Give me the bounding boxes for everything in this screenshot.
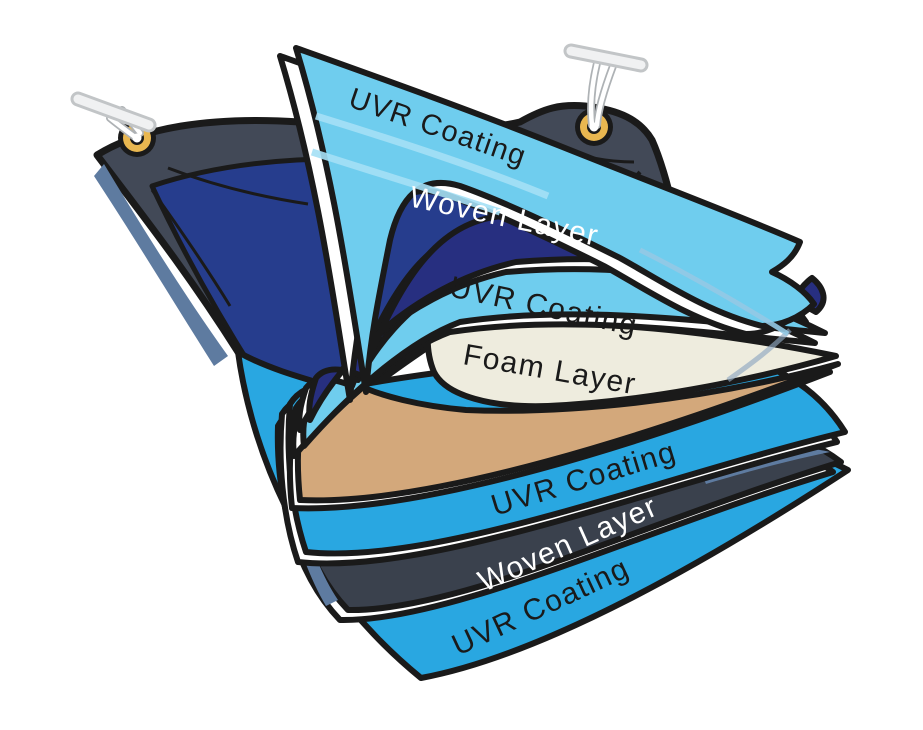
woven-lower-highlight-right <box>700 448 830 484</box>
uvr-upper-mid-shadow-streak <box>726 328 792 383</box>
hook-fastener-right <box>563 43 649 132</box>
hook-fastener-left <box>70 91 157 143</box>
tarp-edge-highlight <box>94 164 228 366</box>
uvr-top-curl-highlight <box>638 247 790 337</box>
uvr-top-streaks <box>310 112 550 216</box>
layer-sheet-uvr-top <box>293 45 817 395</box>
